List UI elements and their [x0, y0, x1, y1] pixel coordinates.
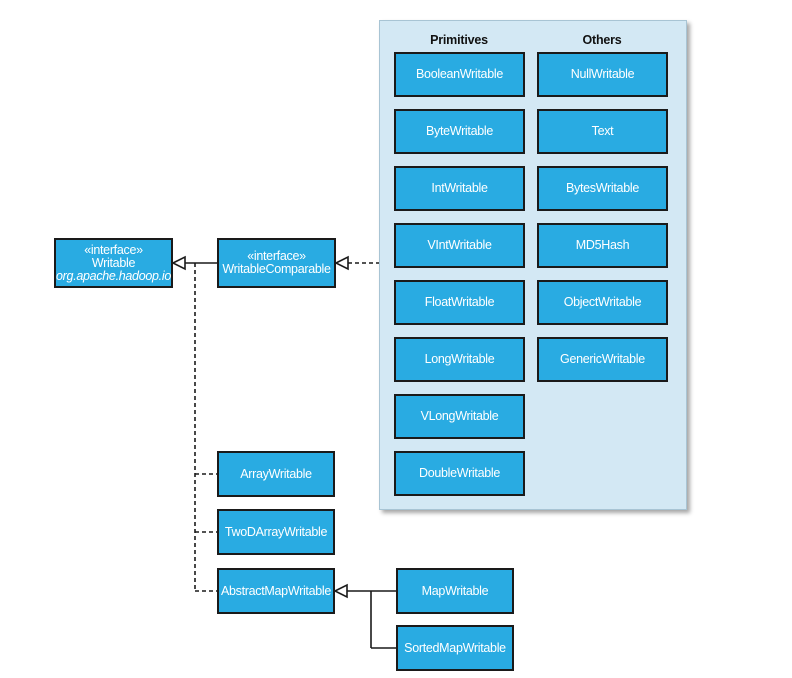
- class-box: VLongWritable: [394, 394, 525, 439]
- class-box: IntWritable: [394, 166, 525, 211]
- arraywritable-box: ArrayWritable: [217, 451, 335, 497]
- twodarraywritable-box: TwoDArrayWritable: [217, 509, 335, 555]
- class-box: GenericWritable: [537, 337, 668, 382]
- writable-name: Writable: [91, 255, 136, 270]
- class-box: ObjectWritable: [537, 280, 668, 325]
- class-box: MD5Hash: [537, 223, 668, 268]
- mapwritable-box: MapWritable: [396, 568, 514, 614]
- writablecomparable-name: WritableComparable: [222, 262, 331, 276]
- writablecomparable-interface-box: «interface» WritableComparable: [217, 238, 336, 288]
- class-box: LongWritable: [394, 337, 525, 382]
- primitives-header: Primitives: [430, 33, 488, 47]
- writable-package: org.apache.hadoop.io: [56, 268, 171, 283]
- arrowhead-writablecomparable: [334, 255, 349, 271]
- writablecomparable-stereotype: «interface»: [247, 249, 306, 263]
- class-box: ByteWritable: [394, 109, 525, 154]
- class-box: BytesWritable: [537, 166, 668, 211]
- class-box: DoubleWritable: [394, 451, 525, 496]
- class-box: BooleanWritable: [394, 52, 525, 97]
- arrowhead-abstractmapwritable: [333, 583, 348, 599]
- arrowhead-writable: [171, 255, 186, 271]
- class-box: FloatWritable: [394, 280, 525, 325]
- class-box: VIntWritable: [394, 223, 525, 268]
- abstractmapwritable-box: AbstractMapWritable: [217, 568, 335, 614]
- class-box: NullWritable: [537, 52, 668, 97]
- writable-interface-box: «interface» Writable org.apache.hadoop.i…: [54, 238, 173, 288]
- others-header: Others: [582, 33, 622, 47]
- class-box: Text: [537, 109, 668, 154]
- sortedmapwritable-box: SortedMapWritable: [396, 625, 514, 671]
- writable-stereotype: «interface»: [84, 242, 143, 257]
